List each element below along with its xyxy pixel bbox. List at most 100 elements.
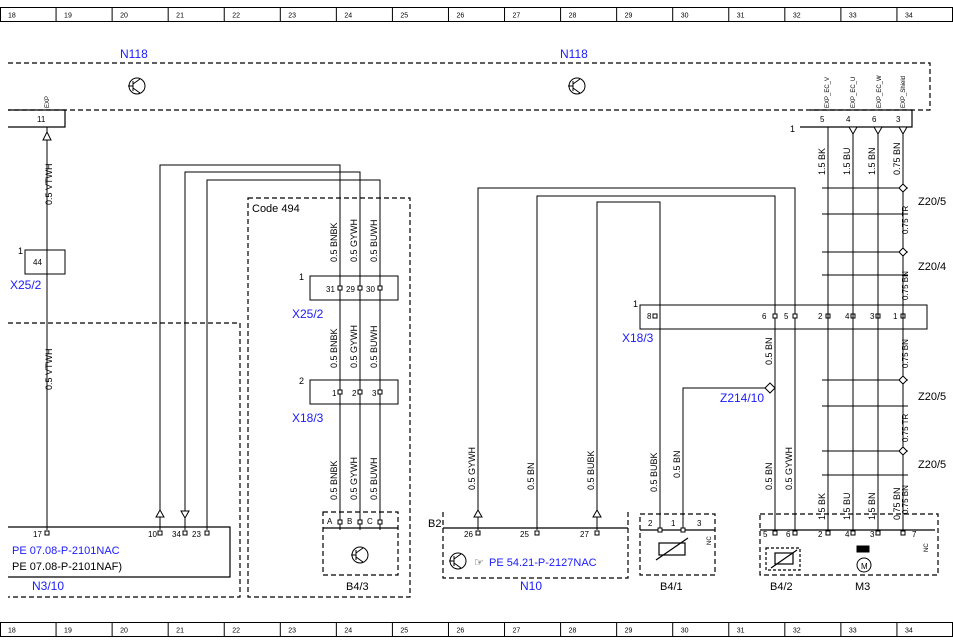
ruler-cell: 34 <box>905 628 913 635</box>
top-ruler <box>0 7 953 22</box>
pin-contact <box>377 519 383 525</box>
n118-module <box>8 62 931 128</box>
b4-1-label: B4/1 <box>660 581 683 593</box>
ruler-cell: 18 <box>8 628 16 635</box>
splice-icon <box>898 375 908 385</box>
ruler-cell: 26 <box>456 628 464 635</box>
wire-label: 1.5 BU <box>842 147 852 175</box>
pin-contact <box>850 530 856 536</box>
wire-label: 0.75 TR <box>901 205 910 234</box>
b4-1-module <box>639 513 716 576</box>
ruler-cell: 18 <box>8 13 16 20</box>
n3-10-wires <box>155 164 381 530</box>
connector-pin: 8 <box>647 312 652 321</box>
n118-left-label: N118 <box>120 47 148 61</box>
ruler-cell: 21 <box>176 628 184 635</box>
ruler-cell: 28 <box>569 13 577 20</box>
ruler-cell: 33 <box>849 13 857 20</box>
ruler-cell: 22 <box>232 13 240 20</box>
z20-label: Z20/4 <box>918 261 946 273</box>
connector-pin: 3 <box>870 312 875 321</box>
splice-icon <box>898 183 908 193</box>
wire-label: 0.5 BN <box>526 462 536 490</box>
connector-pin: 3 <box>372 389 377 398</box>
wire-label: 0.5 BUBK <box>586 450 596 490</box>
pin-contact <box>594 530 600 536</box>
pin-contact <box>157 530 163 536</box>
wire-label: 0.75 TR <box>901 413 910 442</box>
connector-num: 1 <box>299 272 304 282</box>
n10-ref-link[interactable]: PE 54.21-P-2127NAC <box>489 557 597 569</box>
transistor-icon <box>351 546 369 564</box>
connector-pin: 2 <box>352 389 357 398</box>
pin-contact <box>772 530 778 536</box>
pin-contact <box>182 530 188 536</box>
n118-pin-label: EXP_EC_U <box>851 77 857 108</box>
b2-label: B2 <box>428 518 441 530</box>
wire-label: 0.5 GYWH <box>784 447 794 490</box>
pin-contact <box>357 519 363 525</box>
pin-contact <box>792 530 798 536</box>
wire-label: 0.5 BUBK <box>649 452 659 492</box>
b4-1-pin: 2 <box>648 519 653 528</box>
n3-10-ref1[interactable]: PE 07.08-P-2101NAC <box>12 545 120 557</box>
ruler-cell: 27 <box>513 13 521 20</box>
wire-label: 0.75 BN <box>901 271 910 300</box>
nc-label: NC <box>924 543 930 552</box>
ruler-cell: 30 <box>681 13 689 20</box>
wire-label: 1.5 BN <box>867 492 877 520</box>
wire-label: 0.5 GYWH <box>467 447 477 490</box>
x25-2-left-label: X25/2 <box>10 278 42 292</box>
wire-label: 0.75 BN <box>901 339 910 368</box>
n3-10-module <box>8 322 241 598</box>
b4-3-label: B4/3 <box>346 581 369 593</box>
code-494-box <box>247 197 411 598</box>
ruler-cell: 25 <box>400 628 408 635</box>
connector-num: 1 <box>633 299 638 309</box>
ruler-cell: 34 <box>905 13 913 20</box>
ruler-cell: 20 <box>120 13 128 20</box>
z20-label: Z20/5 <box>918 196 946 208</box>
connector-pin: 5 <box>784 312 789 321</box>
x18-3-right-label: X18/3 <box>622 331 654 345</box>
wire-vtwh <box>42 127 52 530</box>
wire-label: 0.5 BUWH <box>369 325 379 368</box>
ruler-cell: 19 <box>64 13 72 20</box>
n118-pin-11: 11 <box>37 115 46 124</box>
code-494-label: Code 494 <box>252 203 300 215</box>
ruler-cell: 28 <box>569 628 577 635</box>
wire-label: 0.75 BN <box>901 485 910 514</box>
pin-contact <box>792 313 798 319</box>
z20-label: Z20/5 <box>918 459 946 471</box>
n10-label: N10 <box>520 579 542 593</box>
pin-contact <box>337 389 343 395</box>
b4-3-pin: B <box>347 517 352 526</box>
connector-pin: 2 <box>818 312 823 321</box>
ruler-cell: 27 <box>513 628 521 635</box>
n118-pin-label: EXP_EC_V <box>825 77 831 108</box>
ruler-cell: 24 <box>344 628 352 635</box>
ruler-cell: 19 <box>64 628 72 635</box>
pin-contact <box>900 530 906 536</box>
b4-2-pin: 6 <box>786 530 791 539</box>
b4-3-module <box>322 511 399 576</box>
transistor-icon <box>128 77 146 95</box>
ruler-cell: 29 <box>625 13 633 20</box>
ruler-cell: 30 <box>681 628 689 635</box>
connector-pin: 6 <box>762 312 767 321</box>
x25-2-mid-connector <box>309 275 399 405</box>
pin-contact <box>377 285 383 291</box>
wire-label: 0.75 BN <box>892 487 902 520</box>
n118-connector-num: 1 <box>790 124 795 134</box>
wire-label: 0.5 BNBK <box>329 222 339 262</box>
n3-10-ref2: PE 07.08-P-2101NAF) <box>12 561 122 573</box>
wire-label: 0.5 GYWH <box>349 457 359 500</box>
ruler-cell: 29 <box>625 628 633 635</box>
connector-pin: 30 <box>366 285 375 294</box>
pin-contact <box>357 389 363 395</box>
pin-contact <box>204 530 210 536</box>
connector-num: 1 <box>18 246 23 256</box>
wire-label: 1.5 BK <box>817 493 827 520</box>
ruler-cell: 21 <box>176 13 184 20</box>
